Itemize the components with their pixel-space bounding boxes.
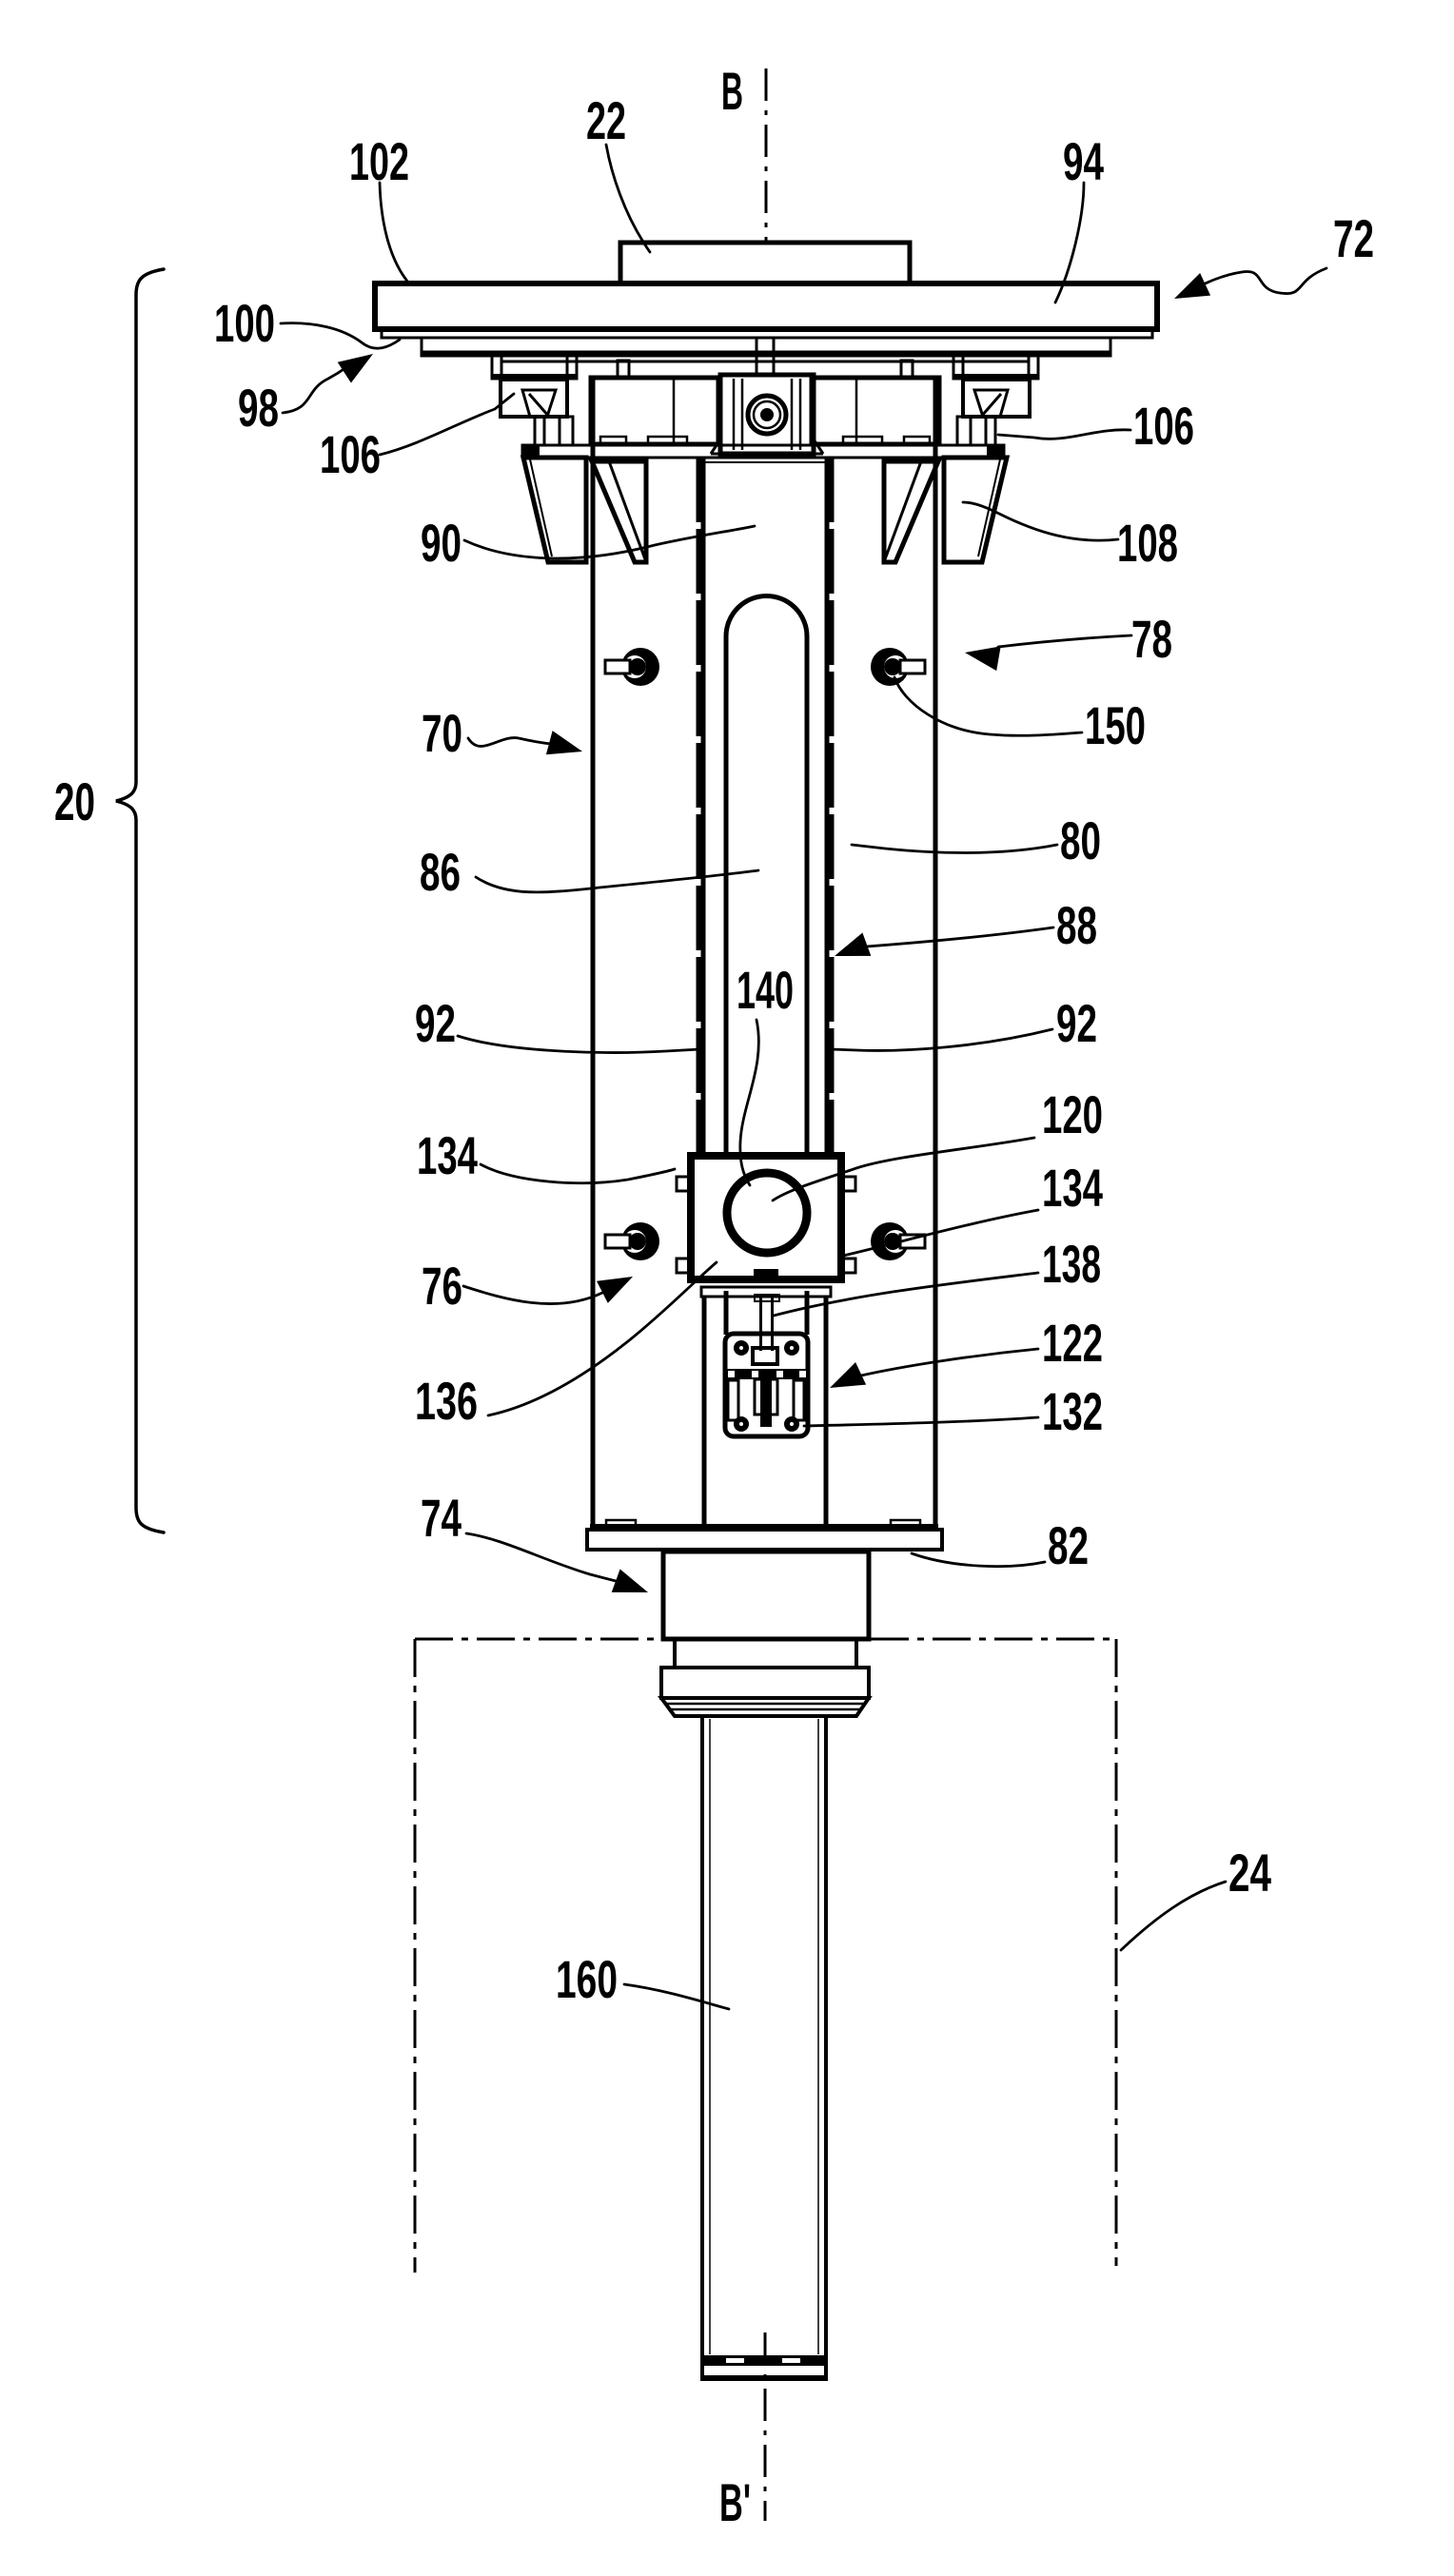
svg-text:108: 108 — [1117, 513, 1178, 573]
svg-text:132: 132 — [1042, 1381, 1103, 1441]
svg-text:B: B — [721, 61, 743, 121]
svg-text:92: 92 — [415, 993, 456, 1053]
svg-text:22: 22 — [586, 90, 626, 150]
svg-text:24: 24 — [1228, 1843, 1271, 1903]
svg-text:78: 78 — [1131, 609, 1172, 669]
svg-text:140: 140 — [737, 960, 794, 1020]
svg-text:74: 74 — [421, 1488, 462, 1548]
svg-text:92: 92 — [1056, 993, 1097, 1053]
svg-text:102: 102 — [349, 131, 409, 191]
svg-text:106: 106 — [320, 424, 381, 484]
svg-text:160: 160 — [556, 1949, 618, 2009]
svg-text:134: 134 — [1042, 1158, 1103, 1218]
svg-text:90: 90 — [421, 513, 462, 573]
svg-text:150: 150 — [1085, 695, 1146, 755]
svg-text:20: 20 — [54, 771, 95, 831]
svg-text:86: 86 — [420, 842, 461, 902]
svg-text:138: 138 — [1042, 1234, 1101, 1294]
svg-text:70: 70 — [422, 703, 462, 763]
svg-text:98: 98 — [238, 378, 279, 438]
svg-text:122: 122 — [1042, 1313, 1103, 1373]
svg-text:106: 106 — [1133, 396, 1194, 456]
svg-text:94: 94 — [1063, 131, 1104, 191]
svg-text:120: 120 — [1042, 1084, 1103, 1144]
svg-text:100: 100 — [214, 293, 275, 353]
svg-text:72: 72 — [1333, 208, 1374, 268]
svg-text:136: 136 — [415, 1371, 478, 1431]
svg-text:76: 76 — [422, 1256, 462, 1316]
svg-text:134: 134 — [417, 1125, 478, 1185]
svg-text:82: 82 — [1048, 1515, 1089, 1575]
svg-text:B': B' — [719, 2472, 751, 2532]
svg-text:80: 80 — [1060, 810, 1101, 870]
svg-text:88: 88 — [1056, 895, 1097, 955]
